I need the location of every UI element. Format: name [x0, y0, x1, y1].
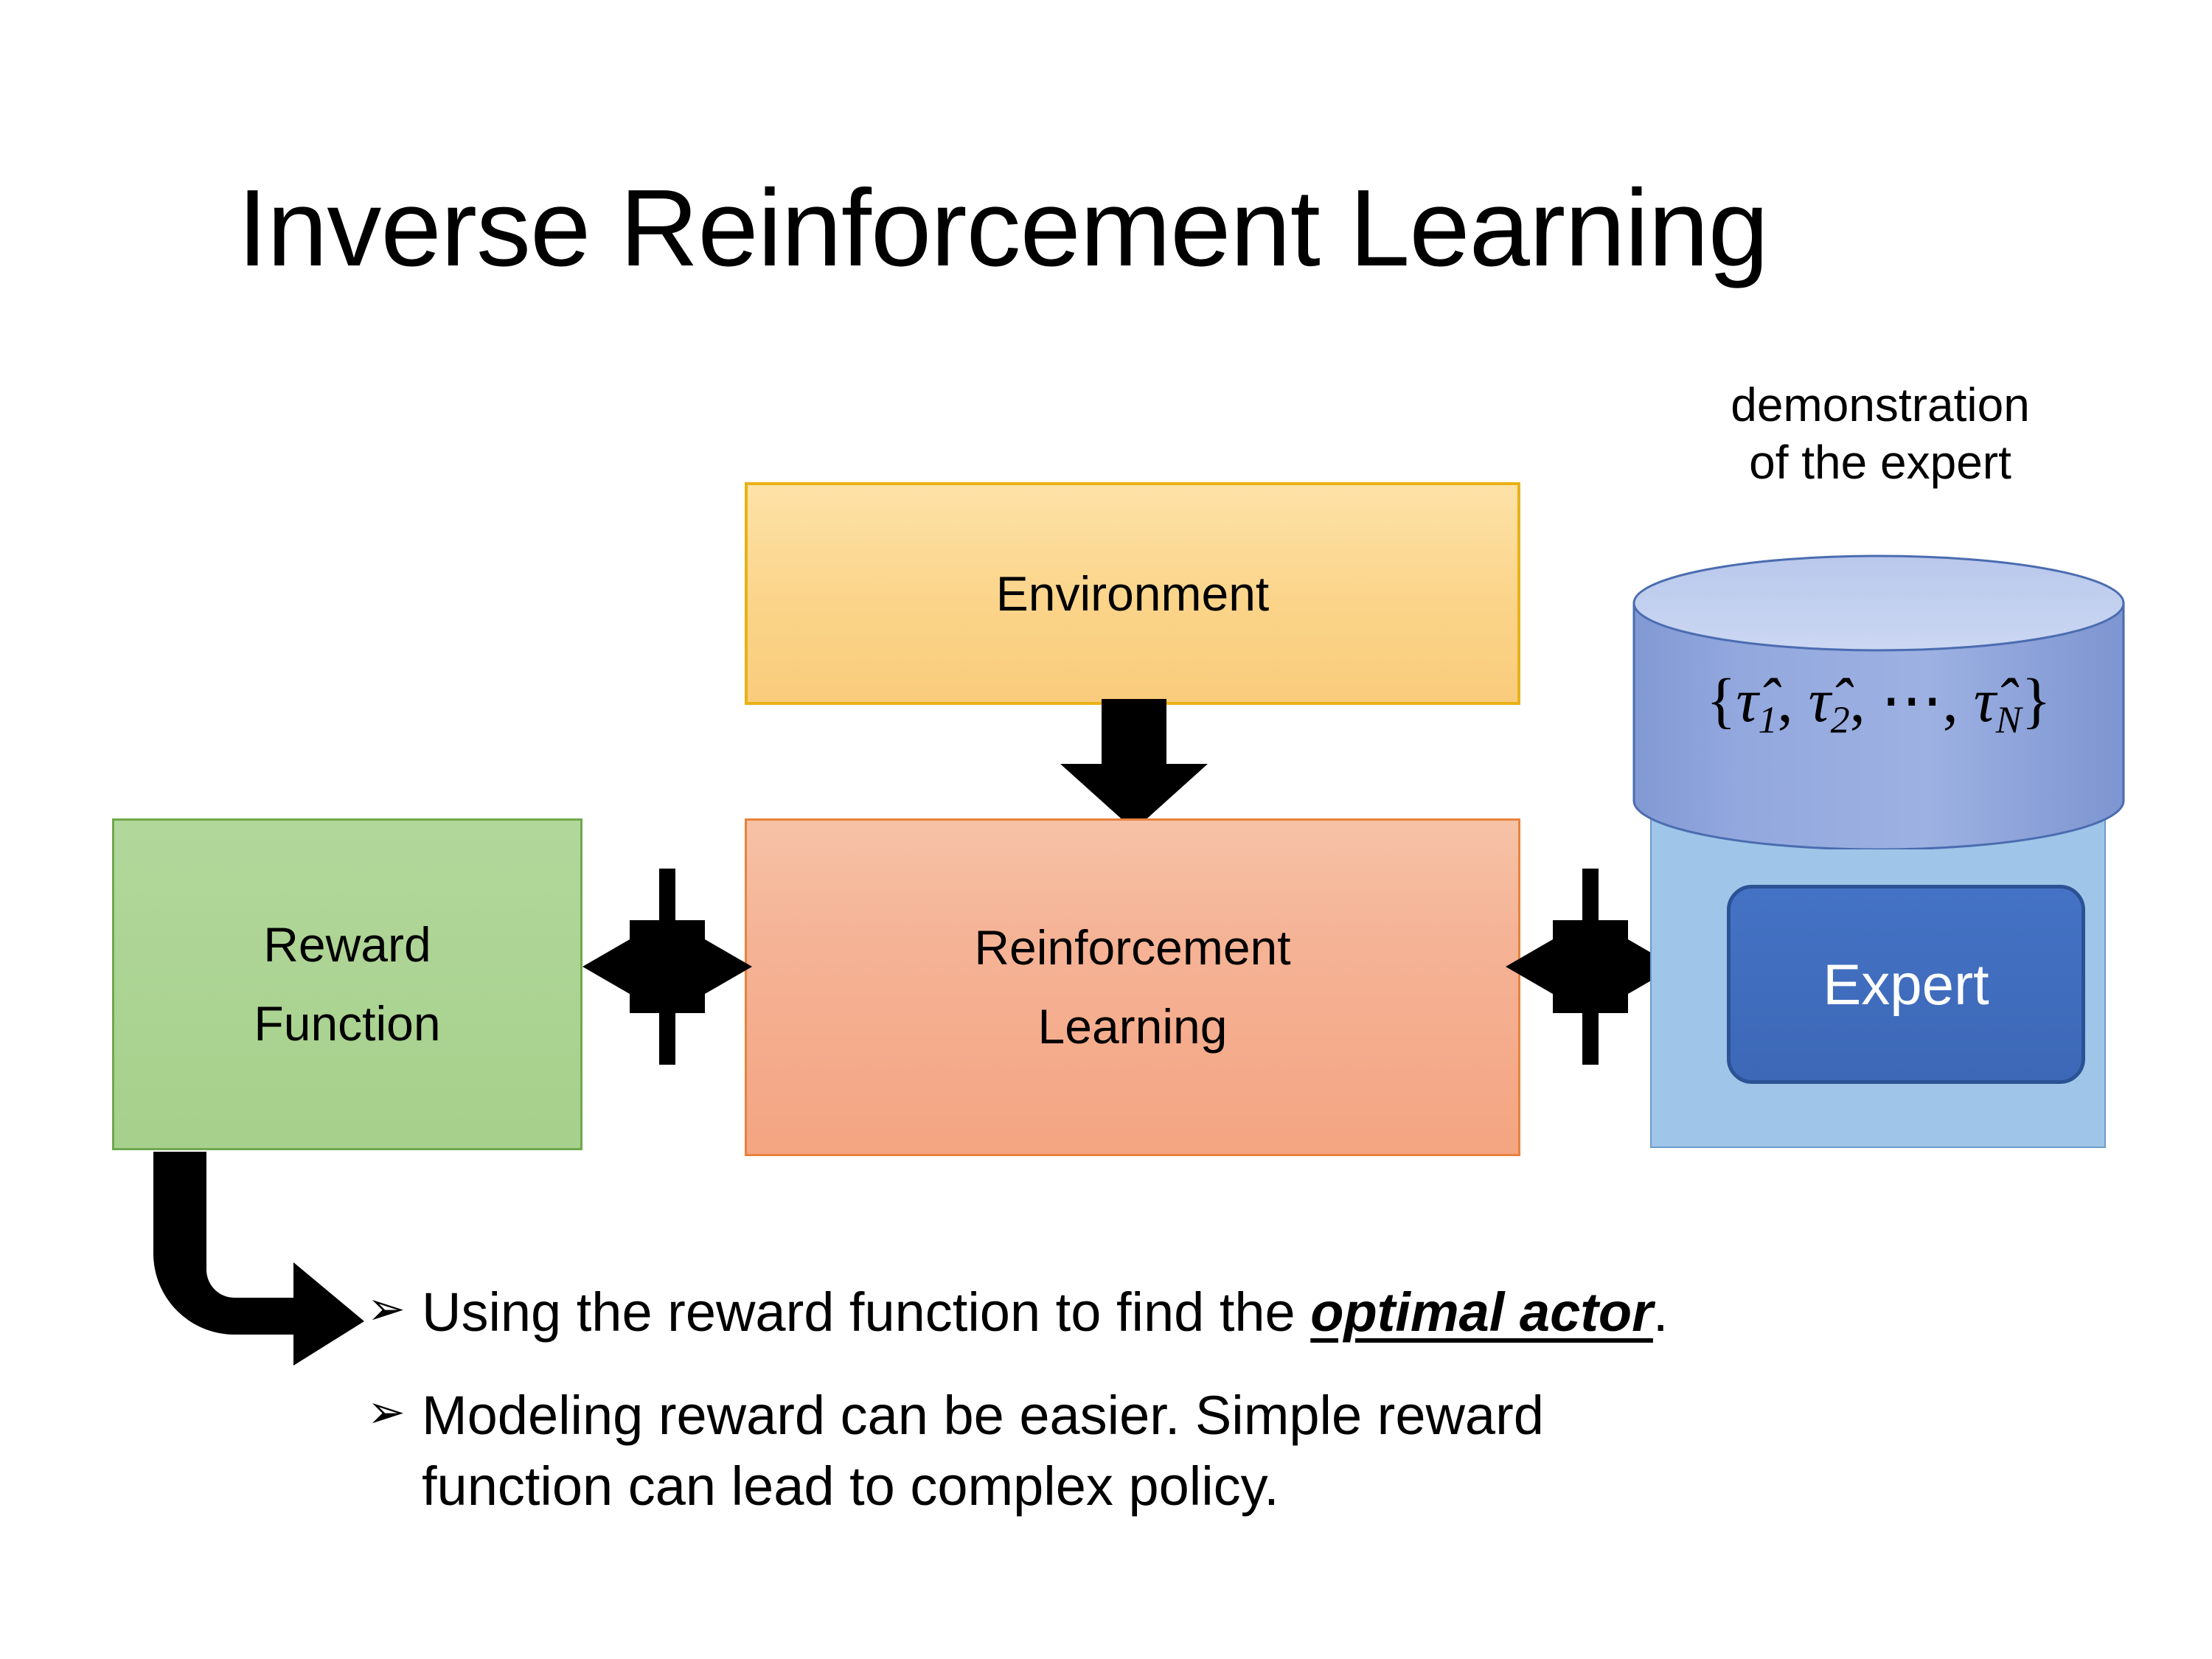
- bullet-text-2: Modeling reward can be easier. Simple re…: [422, 1380, 2122, 1522]
- bullet-arrow-icon: ➢: [367, 1284, 406, 1335]
- bullet-1-text-before: Using the reward function to find the: [422, 1281, 1311, 1343]
- list-item: ➢ Modeling reward can be easier. Simple …: [367, 1380, 2122, 1522]
- four-way-arrow-icon-right: [1506, 869, 1675, 1065]
- demonstration-formula: {τ̂1, τ̂2, ⋯, τ̂N}: [1706, 667, 2051, 742]
- page-title: Inverse Reinforcement Learning: [237, 167, 1769, 289]
- bullet-2-line1: Modeling reward can be easier. Simple re…: [422, 1385, 1544, 1447]
- environment-label: Environment: [995, 566, 1270, 621]
- rl-label-line2: Learning: [1037, 999, 1228, 1054]
- bullet-2-line2: function can lead to complex policy.: [422, 1455, 1279, 1517]
- demonstration-cylinder: [1632, 554, 2125, 849]
- demonstration-caption-line1: demonstration: [1731, 378, 2030, 431]
- bullet-list: ➢ Using the reward function to find the …: [367, 1277, 2122, 1523]
- bullet-1-emphasis: optimal actor: [1310, 1281, 1653, 1343]
- bullet-arrow-icon: ➢: [367, 1387, 406, 1439]
- elbow-arrow-icon: [153, 1152, 364, 1366]
- reward-function-label: Reward Function: [254, 905, 440, 1063]
- demonstration-caption-line2: of the expert: [1749, 436, 2011, 490]
- bullet-1-text-after: .: [1652, 1281, 1669, 1343]
- reinforcement-learning-label: Reinforcement Learning: [974, 908, 1290, 1066]
- environment-box[interactable]: Environment: [745, 482, 1520, 705]
- down-arrow-icon: [1060, 699, 1208, 830]
- reward-function-box[interactable]: Reward Function: [112, 818, 582, 1150]
- bullet-text-1: Using the reward function to find the op…: [422, 1277, 2122, 1348]
- reward-label-line2: Function: [254, 996, 441, 1051]
- reward-label-line1: Reward: [263, 917, 431, 973]
- rl-label-line1: Reinforcement: [974, 920, 1291, 975]
- four-way-arrow-icon-left: [582, 869, 752, 1065]
- expert-label: Expert: [1823, 951, 1989, 1017]
- demonstration-caption: demonstration of the expert: [1630, 376, 2131, 491]
- list-item: ➢ Using the reward function to find the …: [367, 1277, 2122, 1348]
- expert-box[interactable]: Expert: [1727, 885, 2085, 1084]
- reinforcement-learning-box[interactable]: Reinforcement Learning: [745, 818, 1520, 1156]
